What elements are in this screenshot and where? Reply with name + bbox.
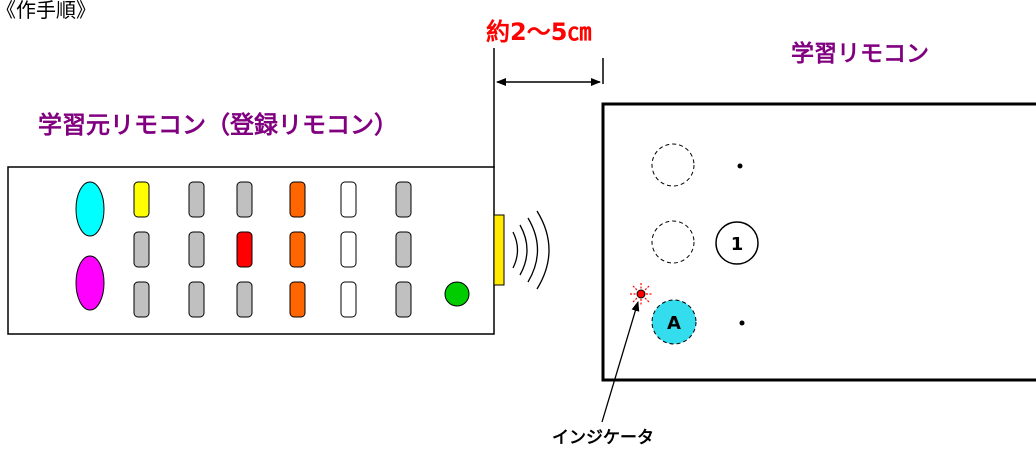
source-remote-title: 学習元リモコン（登録リモコン） bbox=[38, 111, 398, 139]
remote-button bbox=[340, 281, 357, 318]
status-dot bbox=[739, 320, 745, 326]
indicator-label: インジケータ bbox=[552, 428, 654, 448]
remote-button bbox=[236, 281, 253, 318]
ir-wave-2 bbox=[519, 224, 528, 276]
remote-button bbox=[133, 181, 150, 218]
button-a-label: A bbox=[667, 313, 681, 334]
empty-button-slot bbox=[651, 143, 695, 187]
remote-button bbox=[289, 181, 306, 218]
ir-emitter bbox=[493, 214, 505, 286]
ir-wave-1 bbox=[512, 231, 519, 269]
remote-button bbox=[395, 281, 412, 318]
remote-button bbox=[340, 181, 357, 218]
ir-wave-4 bbox=[536, 210, 550, 290]
status-dot bbox=[737, 163, 743, 169]
button-1-label: 1 bbox=[731, 234, 744, 255]
magenta-oval-button bbox=[75, 255, 105, 311]
cyan-oval-button bbox=[75, 181, 105, 237]
remote-button bbox=[188, 281, 205, 318]
ir-wave-3 bbox=[527, 217, 539, 283]
empty-button-slot bbox=[651, 220, 695, 264]
remote-button bbox=[236, 231, 253, 268]
indicator-pointer-arrow bbox=[601, 301, 640, 423]
remote-button bbox=[188, 181, 205, 218]
remote-button bbox=[133, 231, 150, 268]
remote-button bbox=[289, 231, 306, 268]
button-a bbox=[651, 299, 697, 345]
remote-button bbox=[133, 281, 150, 318]
remote-button bbox=[188, 231, 205, 268]
green-round-button bbox=[444, 281, 470, 307]
indicator-light bbox=[636, 289, 646, 299]
button-1 bbox=[715, 221, 759, 265]
remote-button bbox=[289, 281, 306, 318]
remote-button bbox=[395, 181, 412, 218]
remote-button bbox=[340, 231, 357, 268]
remote-button bbox=[395, 231, 412, 268]
learning-remote-title: 学習リモコン bbox=[791, 41, 929, 67]
distance-label: 約2〜5㎝ bbox=[486, 18, 592, 46]
remote-button bbox=[236, 181, 253, 218]
procedure-heading: 《作手順》 bbox=[0, 0, 96, 22]
